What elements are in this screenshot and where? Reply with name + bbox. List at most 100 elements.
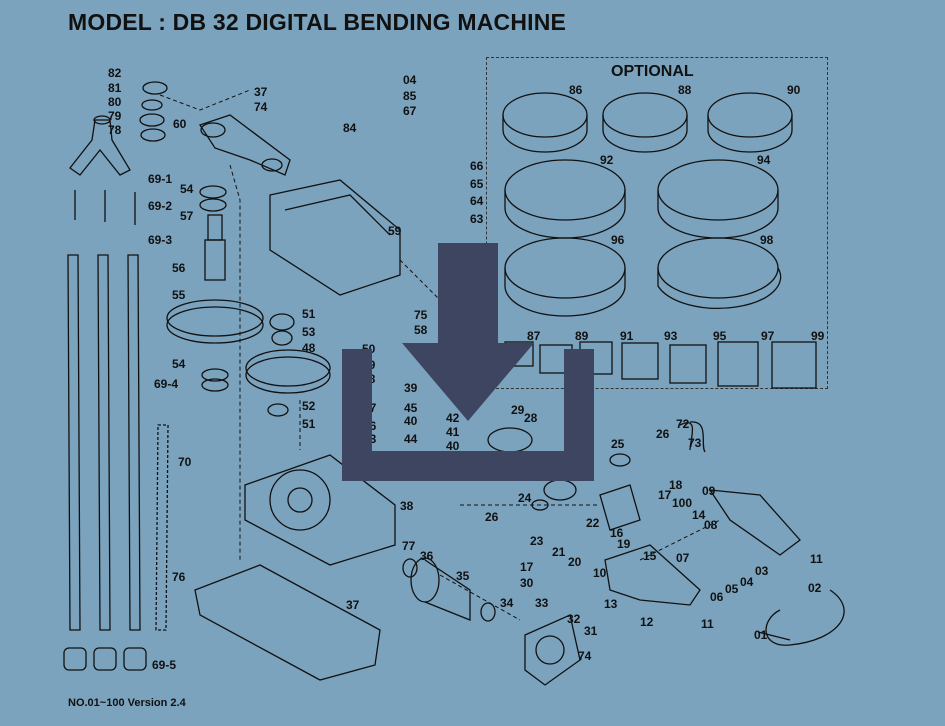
part-label-90: 90 [787,83,801,97]
part-label-15: 15 [643,549,657,563]
part-label-31: 31 [584,624,598,638]
part-label-56: 56 [172,261,186,275]
part-label-32: 32 [567,612,581,626]
part-label-72: 72 [676,417,690,431]
diagram-title: MODEL : DB 32 DIGITAL BENDING MACHINE [68,9,567,35]
part-label-52: 52 [302,399,316,413]
part-label-04a: 04 [403,73,417,87]
part-label-39: 39 [404,381,418,395]
part-label-37a: 37 [254,85,268,99]
part-label-21: 21 [552,545,566,559]
part-label-25: 25 [611,437,625,451]
part-label-23: 23 [530,534,544,548]
part-label-75: 75 [414,308,428,322]
part-label-69-5: 69-5 [152,658,177,672]
part-label-48a: 48 [302,341,316,355]
part-label-69-2: 69-2 [148,199,173,213]
part-label-29: 29 [511,403,525,417]
part-label-16: 16 [610,526,624,540]
part-label-85: 85 [403,89,417,103]
part-label-57: 57 [180,209,194,223]
part-label-40b: 40 [446,439,460,453]
part-label-64: 64 [470,194,484,208]
part-label-22: 22 [586,516,600,530]
part-label-34: 34 [500,596,514,610]
part-label-17a: 17 [658,488,672,502]
part-label-63: 63 [470,212,484,226]
part-label-33: 33 [535,596,549,610]
part-label-79: 79 [108,109,122,123]
part-label-69-1: 69-1 [148,172,173,186]
part-label-28: 28 [524,411,538,425]
part-label-44: 44 [404,432,418,446]
part-label-98: 98 [760,233,774,247]
part-label-65: 65 [470,177,484,191]
part-label-87: 87 [527,329,541,343]
part-label-54a: 54 [180,182,194,196]
part-label-60: 60 [173,117,187,131]
part-label-51b: 51 [302,417,316,431]
part-label-09: 09 [702,484,716,498]
download-button[interactable] [338,241,598,481]
part-label-30: 30 [520,576,534,590]
part-label-73: 73 [688,436,702,450]
part-label-69-4: 69-4 [154,377,179,391]
part-label-89: 89 [575,329,589,343]
part-label-02: 02 [808,581,822,595]
part-label-41: 41 [446,425,460,439]
part-label-45: 45 [404,401,418,415]
part-label-36: 36 [420,549,434,563]
part-label-26a: 26 [656,427,670,441]
part-label-54b: 54 [172,357,186,371]
part-label-18: 18 [669,478,683,492]
part-label-40a: 40 [404,414,418,428]
part-label-59: 59 [388,224,402,238]
part-label-03: 03 [755,564,769,578]
part-label-97: 97 [761,329,775,343]
part-label-94: 94 [757,153,771,167]
part-label-17b: 17 [520,560,534,574]
part-label-38: 38 [400,499,414,513]
part-label-88: 88 [678,83,692,97]
part-label-78: 78 [108,123,122,137]
part-label-51a: 51 [302,307,316,321]
part-label-69-3: 69-3 [148,233,173,247]
part-label-01: 01 [754,628,768,642]
part-label-67: 67 [403,104,417,118]
part-label-93: 93 [664,329,678,343]
part-label-70: 70 [178,455,192,469]
part-label-95: 95 [713,329,727,343]
part-label-05: 05 [725,582,739,596]
part-label-76: 76 [172,570,186,584]
part-label-80: 80 [108,95,122,109]
part-label-55: 55 [172,288,186,302]
part-label-81: 81 [108,81,122,95]
part-label-82: 82 [108,66,122,80]
part-label-11a: 11 [810,552,823,566]
part-label-96: 96 [611,233,625,247]
download-icon [342,243,594,481]
part-label-13: 13 [604,597,618,611]
part-label-24: 24 [518,491,532,505]
part-label-77: 77 [402,539,416,553]
part-label-66: 66 [470,159,484,173]
part-label-06: 06 [710,590,724,604]
part-label-07: 07 [676,551,690,565]
part-label-53: 53 [302,325,316,339]
part-label-08: 08 [704,518,718,532]
part-label-84: 84 [343,121,357,135]
part-label-74b: 74 [578,649,592,663]
optional-label: OPTIONAL [611,63,694,80]
part-label-26b: 26 [485,510,499,524]
part-label-14: 14 [692,508,706,522]
part-label-12: 12 [640,615,654,629]
part-label-19: 19 [617,537,631,551]
part-label-58: 58 [414,323,428,337]
part-label-92: 92 [600,153,614,167]
part-label-91: 91 [620,329,634,343]
part-label-100: 100 [672,496,693,510]
part-label-10: 10 [593,566,607,580]
part-label-99: 99 [811,329,825,343]
part-label-04b: 04 [740,575,754,589]
